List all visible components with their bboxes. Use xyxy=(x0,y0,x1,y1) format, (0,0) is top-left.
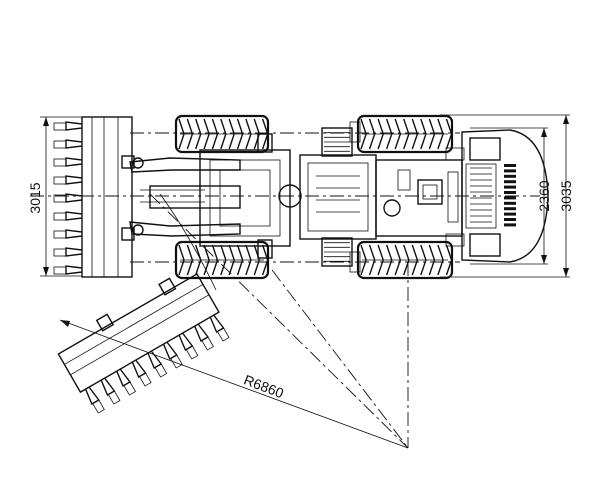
counterweight xyxy=(461,129,549,263)
front-wheel-bottom xyxy=(174,240,270,280)
center-lines xyxy=(30,132,540,449)
fenders xyxy=(349,121,465,273)
bucket-straight xyxy=(53,116,135,278)
dimension-body-width: 3035 xyxy=(440,114,574,278)
operator-cab xyxy=(299,127,377,267)
rear-wheel-bottom xyxy=(356,240,454,280)
rear-frame xyxy=(375,159,463,237)
dimension-overall-width: 3015 xyxy=(27,116,82,277)
bucket-turned xyxy=(57,273,230,414)
front-frame xyxy=(199,133,302,259)
rear-wheel-top xyxy=(356,114,454,154)
dimension-label-3035: 3035 xyxy=(558,180,574,211)
turning-radius: R6860 xyxy=(59,193,409,449)
dimension-label-r6860: R6860 xyxy=(242,371,286,401)
front-wheel-top xyxy=(174,114,270,154)
dimension-label-3015: 3015 xyxy=(27,182,43,213)
